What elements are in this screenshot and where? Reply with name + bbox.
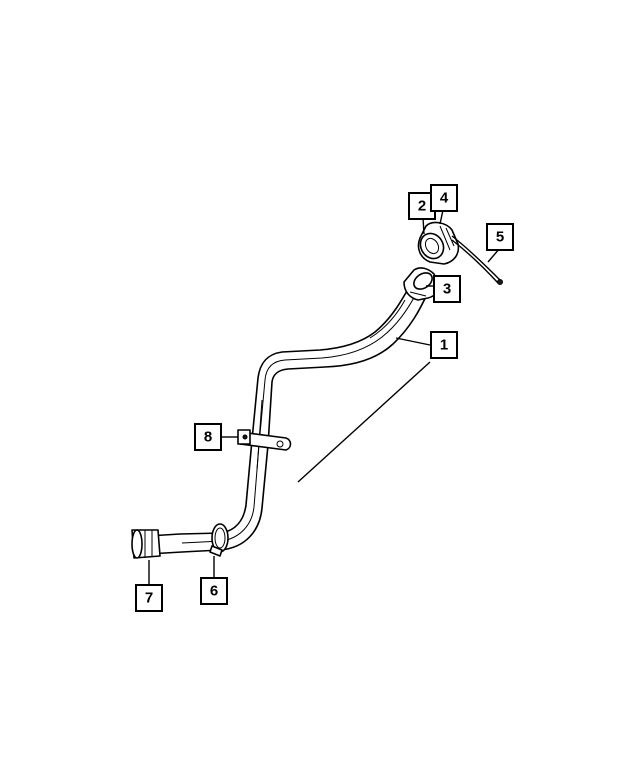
callout-4-label: 4 xyxy=(440,190,449,207)
callout-5-label: 5 xyxy=(496,229,504,246)
callout-2-label: 2 xyxy=(418,198,426,215)
callout-7-label: 7 xyxy=(145,590,153,607)
callout-8: 8 xyxy=(194,423,222,451)
mounting-bracket xyxy=(237,429,292,451)
leader-lines xyxy=(148,209,501,585)
callout-8-label: 8 xyxy=(204,429,212,446)
cap-tether xyxy=(451,235,503,285)
hose-clamp xyxy=(209,523,229,557)
filler-tube xyxy=(147,281,429,555)
callout-5: 5 xyxy=(486,223,514,251)
fuel-cap xyxy=(417,221,460,265)
callout-6-label: 6 xyxy=(210,583,218,600)
callout-7: 7 xyxy=(135,584,163,612)
quick-connector xyxy=(131,529,161,559)
callout-3: 3 xyxy=(433,275,461,303)
callout-6: 6 xyxy=(200,577,228,605)
callout-1: 1 xyxy=(430,331,458,359)
callout-3-label: 3 xyxy=(443,281,451,298)
callout-1-label: 1 xyxy=(440,337,448,354)
callout-4: 4 xyxy=(430,184,458,212)
